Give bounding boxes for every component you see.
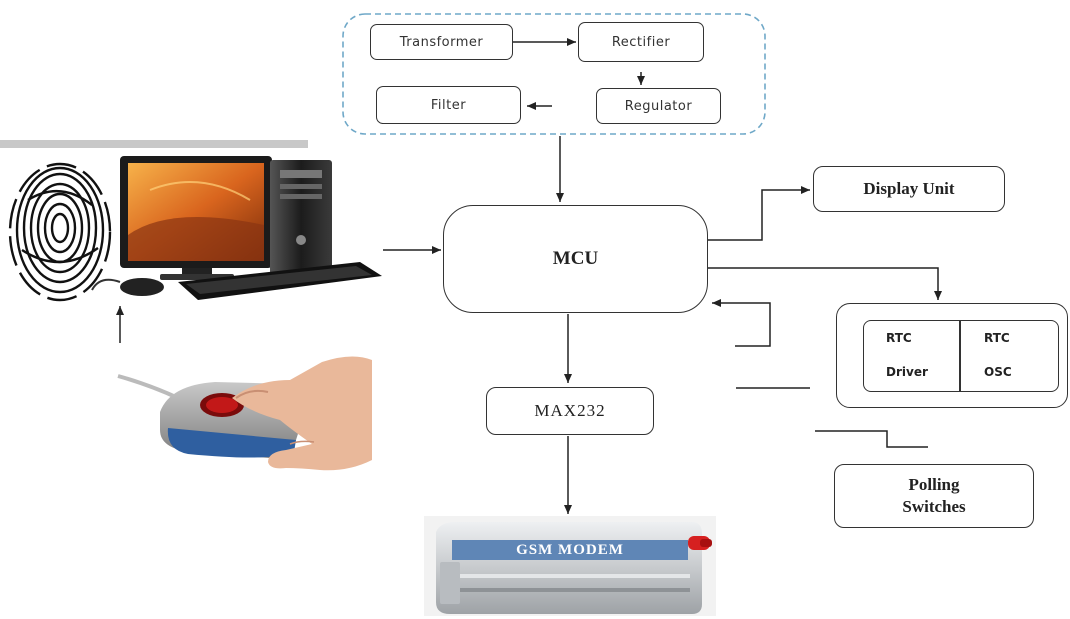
arrow-mcu-display <box>708 186 810 241</box>
filter-block: Filter <box>376 86 521 124</box>
arrow-feedback-mcu <box>712 299 771 347</box>
arrow-mcu-rtc <box>708 267 942 300</box>
gsm-modem-icon <box>424 516 716 616</box>
polling-line1-label: Polling <box>908 475 960 494</box>
fingerprint-icon <box>8 162 112 302</box>
rtc-driver-top-label: RTC <box>886 331 912 345</box>
mcu-label: MCU <box>552 248 599 269</box>
rectifier-label: Rectifier <box>611 34 671 50</box>
gsm-modem-text: GSM MODEM <box>516 541 624 558</box>
display-unit-block: Display Unit <box>813 166 1005 212</box>
display-unit-label: Display Unit <box>863 179 955 198</box>
regulator-label: Regulator <box>624 98 693 114</box>
gsm-modem-label: GSM MODEM <box>452 540 688 560</box>
rtc-divider <box>959 321 961 391</box>
transformer-block: Transformer <box>370 24 513 60</box>
rectifier-block: Rectifier <box>578 22 704 62</box>
fingerprint-scanner-icon <box>117 356 372 471</box>
polling-switches-block: Polling Switches <box>834 464 1034 528</box>
polling-line2-label: Switches <box>902 497 966 516</box>
regulator-block: Regulator <box>596 88 721 124</box>
rtc-driver-bottom-label: Driver <box>886 365 928 379</box>
rtc-osc-bottom-label: OSC <box>984 365 1012 379</box>
line-polling <box>815 430 928 448</box>
rtc-osc-top-label: RTC <box>984 331 1010 345</box>
mcu-block: MCU <box>443 205 708 313</box>
rtc-inner-block: RTC Driver RTC OSC <box>863 320 1059 392</box>
filter-label: Filter <box>430 97 467 113</box>
desktop-computer-icon <box>0 140 382 304</box>
max232-label: MAX232 <box>534 401 606 420</box>
transformer-label: Transformer <box>399 34 484 50</box>
power-supply-container <box>342 13 766 135</box>
max232-block: MAX232 <box>486 387 654 435</box>
